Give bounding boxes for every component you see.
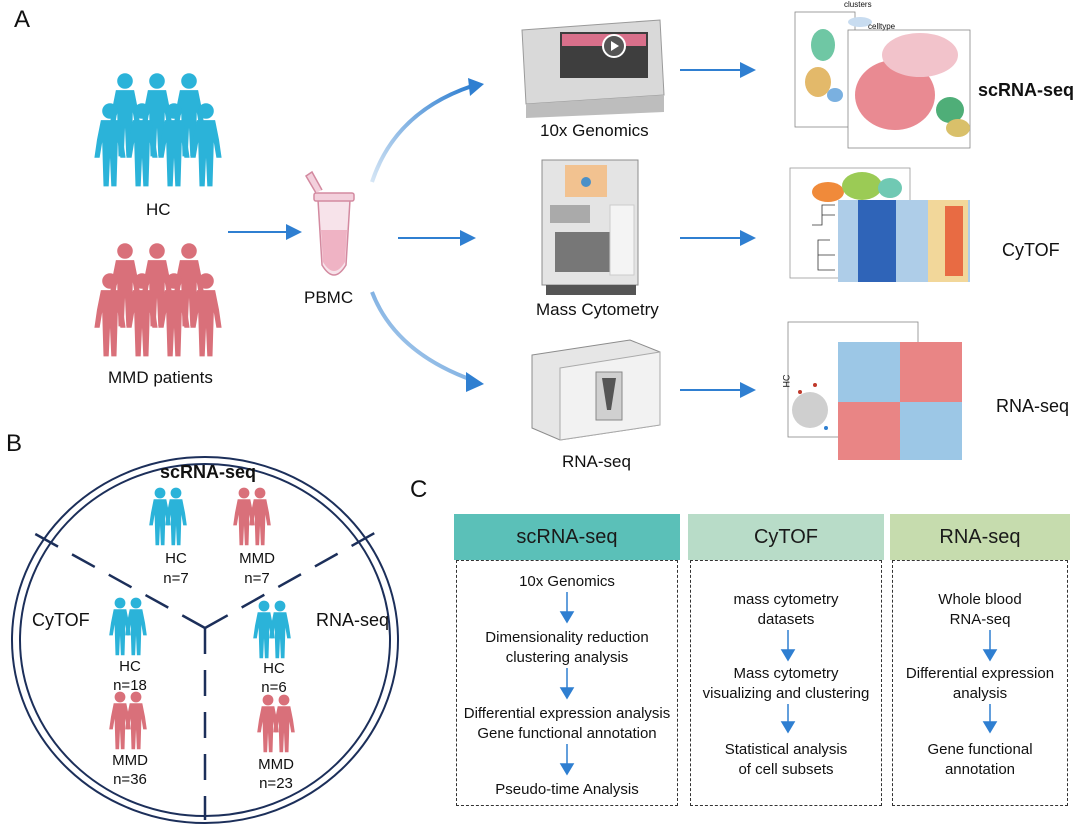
rnaseq-mmd-count: n=23 xyxy=(259,775,293,792)
mmd-crowd-icon xyxy=(94,243,222,357)
scrna-hc-count: n=7 xyxy=(163,570,189,587)
rnaseq-hc-label: HC xyxy=(263,660,285,677)
workflow-box-rnaseq xyxy=(892,560,1068,806)
workflow-header-cytof: CyTOF xyxy=(688,514,884,560)
platform-10x-label: 10x Genomics xyxy=(540,121,649,140)
mass-cytometry-instrument-icon xyxy=(541,159,639,295)
arrow-to-rnaseq xyxy=(370,291,473,382)
rnaseq-instrument-icon xyxy=(531,339,661,441)
workflow-arrows xyxy=(559,592,998,776)
scrna-hc-pair-icon xyxy=(149,487,187,546)
cytof-mmd-count: n=36 xyxy=(113,771,147,788)
scrna-mmd-label: MMD xyxy=(239,550,275,567)
scrna-step-1: 10x Genomics xyxy=(519,573,615,590)
scrna-hc-label: HC xyxy=(165,550,187,567)
cytof-step-2: Mass cytometry visualizing and clusterin… xyxy=(702,665,870,702)
panel-label-a: A xyxy=(14,6,31,33)
scrna-step-2: Dimensionality reduction clustering anal… xyxy=(485,629,649,666)
mmd-patients-label: MMD patients xyxy=(108,368,213,387)
rnaseq-step-2: Differential expression analysis xyxy=(905,665,1055,702)
cytof-step-1: mass cytometry datasets xyxy=(733,591,839,628)
10x-genomics-instrument-icon xyxy=(521,19,665,118)
rnaseq-hc-axis-text: HC xyxy=(781,374,792,388)
circle-scrna-title: scRNA-seq xyxy=(160,462,257,482)
circle-cytof-title: CyTOF xyxy=(32,610,90,630)
pbmc-label: PBMC xyxy=(304,288,354,307)
workflow-header-rnaseq: RNA-seq xyxy=(890,514,1070,560)
cytof-step-3: Statistical analysis of cell subsets xyxy=(724,741,848,778)
umap-celltype-text: celltype xyxy=(868,22,896,31)
hc-label: HC xyxy=(146,200,171,219)
output-cytof-label: CyTOF xyxy=(1002,240,1060,260)
platform-mass-cytometry-label: Mass Cytometry xyxy=(536,300,659,319)
cytof-mmd-pair-icon xyxy=(109,691,147,750)
hc-crowd-icon xyxy=(94,73,222,187)
cytof-hc-label: HC xyxy=(119,658,141,675)
workflow-header-scrna: scRNA-seq xyxy=(454,514,680,560)
scrna-step-3: Differential expression analysis Gene fu… xyxy=(463,705,671,742)
platform-rnaseq-label: RNA-seq xyxy=(562,452,631,471)
rnaseq-hc-count: n=6 xyxy=(261,679,287,696)
panel-label-b: B xyxy=(6,430,23,457)
pbmc-tube-icon xyxy=(304,170,355,276)
umap-clusters-text: clusters xyxy=(844,0,872,9)
rnaseq-mmd-pair-icon xyxy=(257,694,295,753)
rnaseq-mmd-label: MMD xyxy=(258,756,294,773)
rnaseq-hc-pair-icon xyxy=(253,600,291,659)
rnaseq-step-1: Whole blood RNA-seq xyxy=(938,591,1022,628)
panel-label-c: C xyxy=(410,476,428,503)
arrow-to-10x xyxy=(370,84,473,183)
scrna-step-4: Pseudo-time Analysis xyxy=(495,781,639,798)
output-scrna-label: scRNA-seq xyxy=(978,80,1075,100)
rnaseq-heatmap-thumbnail xyxy=(787,321,962,460)
scrna-umap-thumbnail xyxy=(794,11,971,149)
workflow-box-scrna xyxy=(456,560,678,806)
cytof-mmd-label: MMD xyxy=(112,752,148,769)
scrna-mmd-count: n=7 xyxy=(244,570,270,587)
rnaseq-step-3: Gene functional annotation xyxy=(927,741,1033,778)
circle-rnaseq-title: RNA-seq xyxy=(316,610,390,630)
output-rnaseq-label: RNA-seq xyxy=(996,396,1070,416)
cytof-heatmap-thumbnail xyxy=(789,167,970,282)
scrna-mmd-pair-icon xyxy=(233,487,271,546)
workflow-box-cytof xyxy=(690,560,882,806)
cohort-circle xyxy=(11,456,399,824)
cytof-hc-pair-icon xyxy=(109,597,147,656)
cytof-hc-count: n=18 xyxy=(113,677,147,694)
